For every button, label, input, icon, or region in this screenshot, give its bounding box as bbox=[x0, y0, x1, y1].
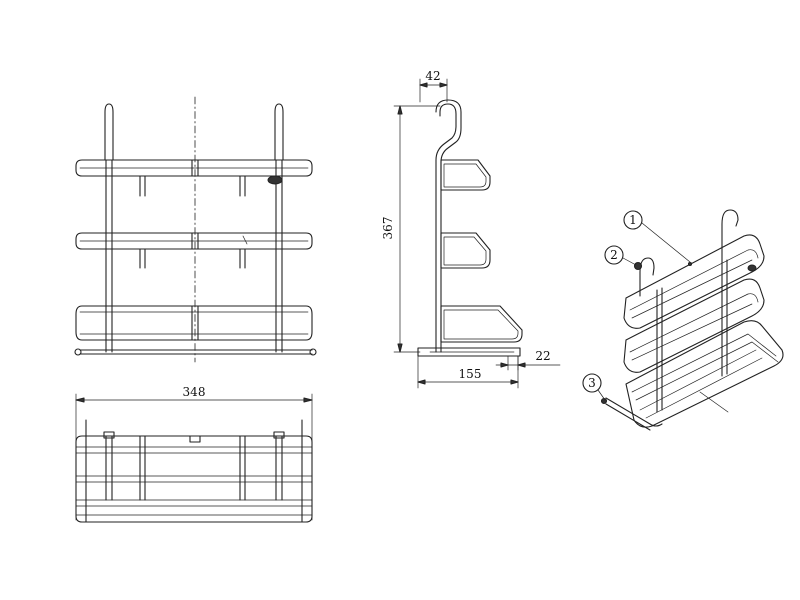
front-hook-right bbox=[274, 103, 284, 161]
side-shelf-middle bbox=[440, 232, 491, 269]
callout-1: 1 bbox=[623, 210, 691, 263]
iso-hook-left bbox=[639, 257, 655, 297]
base-depth-label: 155 bbox=[459, 367, 482, 381]
callout-3-label: 3 bbox=[588, 376, 596, 390]
side-base-foot bbox=[417, 347, 521, 357]
center-clip bbox=[189, 435, 201, 443]
top-depth-label: 42 bbox=[425, 69, 440, 83]
iso-shelf-middle bbox=[623, 278, 765, 373]
side-hook-inner bbox=[435, 99, 462, 353]
side-view: 42 367 155 bbox=[381, 69, 561, 389]
front-shelf-middle bbox=[75, 232, 313, 269]
foot-label: 22 bbox=[535, 349, 550, 363]
front-shelf-bottom bbox=[75, 305, 313, 341]
top-depth-dimension: 42 bbox=[419, 69, 448, 103]
callout-2-label: 2 bbox=[610, 248, 618, 262]
callout-3: 3 bbox=[582, 373, 606, 401]
side-shelf-bottom bbox=[440, 305, 523, 343]
height-dimension: 367 bbox=[381, 105, 441, 353]
width-dimension-label: 348 bbox=[183, 385, 206, 399]
iso-hook-right bbox=[721, 209, 739, 263]
foot-dimension: 22 bbox=[495, 349, 561, 371]
side-shelf-top bbox=[440, 159, 491, 191]
base-depth-dimension: 155 bbox=[417, 355, 519, 389]
callout-2: 2 bbox=[604, 245, 637, 266]
hook-top-right bbox=[273, 431, 285, 439]
iso-logo-badge bbox=[747, 264, 757, 272]
iso-shelf-bottom bbox=[625, 320, 784, 428]
iso-wall-anchor bbox=[633, 261, 643, 271]
top-view-outline bbox=[75, 435, 313, 523]
top-view: 348 bbox=[75, 385, 313, 523]
side-hook bbox=[435, 103, 457, 353]
callout-1-label: 1 bbox=[629, 213, 637, 227]
iso-shelf-top bbox=[623, 234, 765, 329]
isometric-view: 1 2 3 bbox=[582, 209, 784, 431]
front-hook-left bbox=[104, 103, 114, 161]
iso-bottom-bar bbox=[605, 397, 663, 427]
front-bottom-bar bbox=[74, 348, 317, 356]
front-shelf-top bbox=[75, 159, 313, 197]
height-label: 367 bbox=[381, 217, 395, 240]
hook-top-left bbox=[103, 431, 115, 439]
front-view bbox=[74, 96, 317, 363]
logo-badge bbox=[267, 175, 283, 185]
